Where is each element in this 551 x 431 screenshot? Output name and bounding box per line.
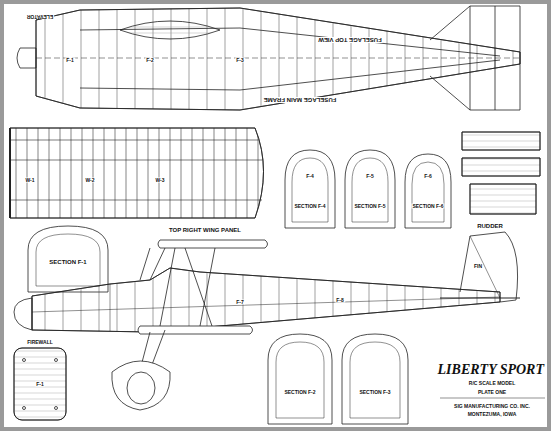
- section-f1: [28, 226, 108, 292]
- part-label: W-2: [84, 178, 95, 183]
- part-label: FIN: [473, 264, 483, 269]
- part-label: F-8: [335, 298, 345, 303]
- part-label: SECTION F-4: [293, 204, 326, 209]
- part-label: FUSELAGE TOP VIEW: [317, 37, 382, 43]
- fuselage-top-view: [17, 6, 520, 110]
- part-label: F-7: [235, 300, 245, 305]
- part-label: RUDDER: [476, 223, 504, 229]
- firewall: [14, 348, 66, 420]
- part-label: SIG MANUFACTURING CO. INC.: [453, 404, 531, 409]
- part-label: MONTEZUMA, IOWA: [467, 412, 518, 417]
- part-label: FIREWALL: [26, 340, 54, 345]
- part-label: TOP RIGHT WING PANEL: [168, 227, 242, 233]
- bottom-sections: [268, 334, 408, 424]
- part-label: F-2: [145, 58, 155, 63]
- part-label: F-1: [35, 382, 45, 387]
- part-label: PLATE ONE: [477, 390, 507, 395]
- part-label: R/C SCALE MODEL: [468, 381, 516, 386]
- title-rule: [440, 398, 545, 399]
- part-label: SECTION F-1: [48, 259, 87, 265]
- part-label: FUSELAGE MAIN FRAME: [263, 97, 338, 103]
- part-label: SECTION F-6: [411, 204, 444, 209]
- fuselage-sections: [285, 150, 451, 228]
- part-label: F-3: [235, 58, 245, 63]
- tail-parts: [462, 132, 540, 214]
- part-label: W-1: [24, 178, 35, 183]
- part-label: SECTION F-2: [283, 390, 316, 395]
- part-label: F-5: [365, 174, 375, 179]
- side-view: [14, 232, 520, 410]
- title-text: LIBERTY SPORT: [437, 363, 545, 377]
- part-label: SECTION F-5: [353, 204, 386, 209]
- part-label: F-1: [65, 58, 75, 63]
- part-label: F-6: [423, 174, 433, 179]
- part-label: W-3: [154, 178, 165, 183]
- part-label: ELEVATOR: [26, 14, 54, 19]
- part-label: SECTION F-3: [358, 390, 391, 395]
- wing-panel: [10, 128, 264, 218]
- part-label: F-4: [305, 174, 315, 179]
